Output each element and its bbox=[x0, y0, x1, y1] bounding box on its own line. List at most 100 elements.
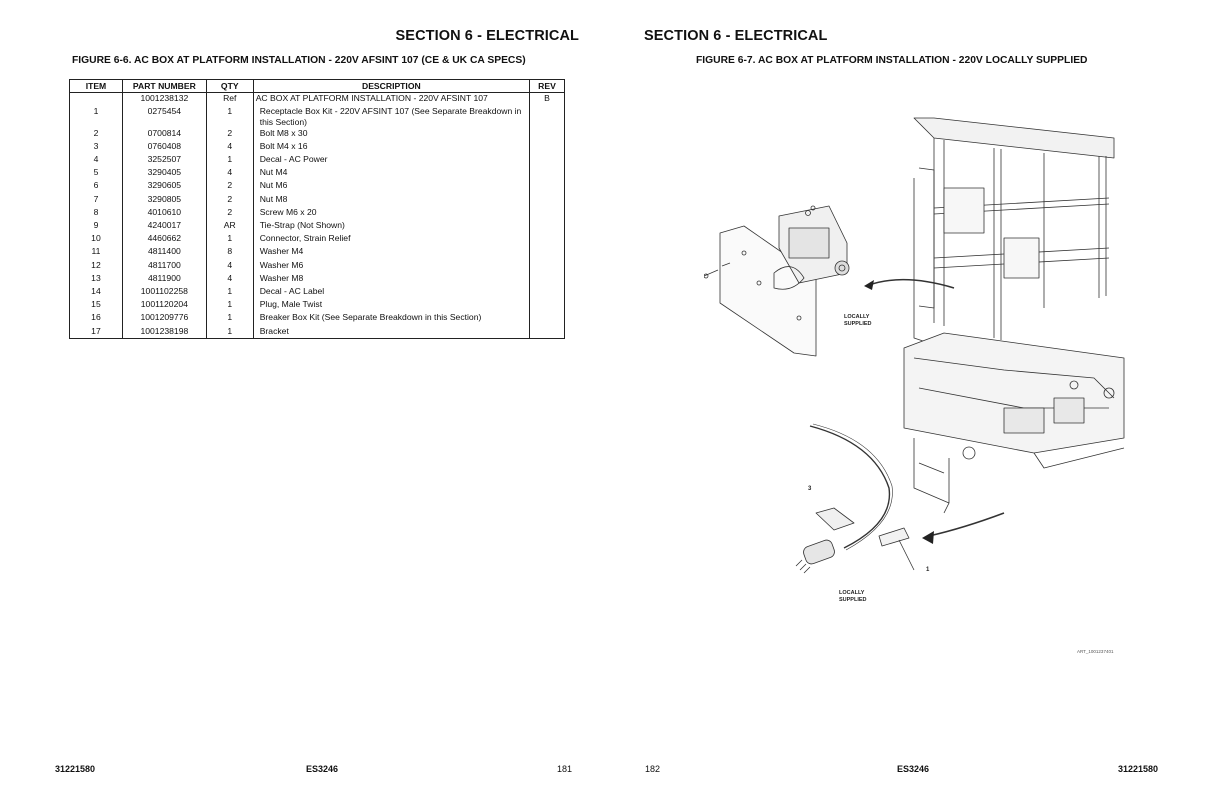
column-header-part-number: PART NUMBER bbox=[121, 79, 207, 93]
rev-cell bbox=[529, 299, 565, 313]
rev-cell bbox=[529, 167, 565, 181]
qty-cell: 1 bbox=[205, 154, 254, 168]
part-number-cell: 4010610 bbox=[121, 206, 207, 220]
part-number-cell: 4811700 bbox=[121, 259, 207, 273]
item-cell: 11 bbox=[69, 246, 123, 260]
description-cell: Nut M8 bbox=[252, 193, 531, 207]
description-cell: Washer M6 bbox=[252, 259, 531, 273]
qty-cell: 1 bbox=[205, 105, 254, 128]
description-cell: Bolt M8 x 30 bbox=[252, 127, 531, 141]
item-cell: 14 bbox=[69, 285, 123, 300]
description-cell: Plug, Male Twist bbox=[252, 299, 531, 313]
item-cell: 12 bbox=[69, 259, 123, 273]
rev-cell bbox=[529, 180, 565, 194]
callout-1: 1 bbox=[926, 567, 930, 573]
column-header-qty: QTY bbox=[205, 79, 254, 93]
table-header-row: ITEM PART NUMBER QTY DESCRIPTION REV bbox=[69, 79, 565, 93]
part-number-cell: 1001209776 bbox=[121, 312, 207, 326]
description-cell: Decal - AC Power bbox=[252, 154, 531, 168]
description-cell: Washer M4 bbox=[252, 246, 531, 260]
item-cell bbox=[69, 92, 123, 106]
column-header-item: ITEM bbox=[69, 79, 123, 93]
description-cell: Connector, Strain Relief bbox=[252, 233, 531, 247]
item-cell: 6 bbox=[69, 180, 123, 194]
cable-and-plug bbox=[795, 423, 915, 574]
figure-title: FIGURE 6-6. AC BOX AT PLATFORM INSTALLAT… bbox=[72, 55, 526, 66]
description-cell: Tie-Strap (Not Shown) bbox=[252, 220, 531, 234]
section-title: SECTION 6 - ELECTRICAL bbox=[395, 28, 579, 44]
rev-cell bbox=[529, 233, 565, 247]
part-number-cell: 3290405 bbox=[121, 167, 207, 181]
part-number-cell: 1001102258 bbox=[121, 285, 207, 300]
item-cell: 8 bbox=[69, 206, 123, 220]
qty-cell: 4 bbox=[205, 259, 254, 273]
qty-cell: 4 bbox=[205, 167, 254, 181]
description-cell: Screw M6 x 20 bbox=[252, 206, 531, 220]
column-header-rev: REV bbox=[529, 79, 565, 93]
item-cell: 5 bbox=[69, 167, 123, 181]
item-cell: 16 bbox=[69, 312, 123, 326]
qty-cell: AR bbox=[205, 220, 254, 234]
qty-cell: 4 bbox=[205, 140, 254, 155]
qty-cell: 1 bbox=[205, 325, 254, 340]
art-id: ART_1001237401 bbox=[1077, 649, 1114, 654]
qty-cell: 2 bbox=[205, 206, 254, 220]
part-number-cell: 1001120204 bbox=[121, 299, 207, 313]
rev-cell bbox=[529, 105, 565, 128]
platform-frame bbox=[903, 117, 1125, 514]
figure-title: FIGURE 6-7. AC BOX AT PLATFORM INSTALLAT… bbox=[696, 55, 1088, 66]
item-cell: 15 bbox=[69, 299, 123, 313]
rev-cell bbox=[529, 246, 565, 260]
left-page: SECTION 6 - ELECTRICAL FIGURE 6-6. AC BO… bbox=[55, 28, 579, 774]
rev-cell bbox=[529, 312, 565, 326]
column-header-description: DESCRIPTION bbox=[252, 79, 531, 93]
qty-cell: 1 bbox=[205, 299, 254, 313]
part-number-cell: 4811400 bbox=[121, 246, 207, 260]
locally-supplied-label-top: LOCALLY bbox=[844, 314, 870, 320]
rev-cell bbox=[529, 206, 565, 220]
qty-cell: 2 bbox=[205, 180, 254, 194]
rev-cell bbox=[529, 140, 565, 155]
part-number-cell: 0700814 bbox=[121, 127, 207, 141]
description-cell: Receptacle Box Kit - 220V AFSINT 107 (Se… bbox=[252, 105, 531, 128]
item-cell: 3 bbox=[69, 140, 123, 155]
qty-cell: 1 bbox=[205, 285, 254, 300]
rev-cell bbox=[529, 259, 565, 273]
part-number-cell: 3252507 bbox=[121, 154, 207, 168]
locally-supplied-label-bottom: SUPPLIED bbox=[839, 597, 867, 603]
rev-cell bbox=[529, 154, 565, 168]
arrow-head bbox=[922, 531, 934, 544]
footer-model: ES3246 bbox=[306, 764, 339, 774]
ac-box-assembly bbox=[704, 205, 850, 357]
footer-page-number: 182 bbox=[645, 764, 661, 774]
footer-doc-number: 31221580 bbox=[1118, 764, 1159, 774]
rev-cell bbox=[529, 285, 565, 300]
part-number-cell: 1001238132 bbox=[121, 92, 207, 106]
rev-cell bbox=[529, 325, 565, 340]
description-cell: Decal - AC Label bbox=[252, 285, 531, 300]
locally-supplied-label-bottom: LOCALLY bbox=[839, 590, 865, 596]
description-cell: Nut M6 bbox=[252, 180, 531, 194]
item-cell: 2 bbox=[69, 127, 123, 141]
description-cell: Washer M8 bbox=[252, 272, 531, 286]
item-cell: 17 bbox=[69, 325, 123, 340]
footer-page-number: 181 bbox=[557, 764, 573, 774]
qty-cell: 8 bbox=[205, 246, 254, 260]
qty-cell: 1 bbox=[205, 312, 254, 326]
qty-cell: Ref bbox=[205, 92, 254, 106]
part-number-cell: 0275454 bbox=[121, 105, 207, 128]
locally-supplied-label-top: SUPPLIED bbox=[844, 321, 872, 327]
description-cell: Nut M4 bbox=[252, 167, 531, 181]
rev-cell bbox=[529, 127, 565, 141]
